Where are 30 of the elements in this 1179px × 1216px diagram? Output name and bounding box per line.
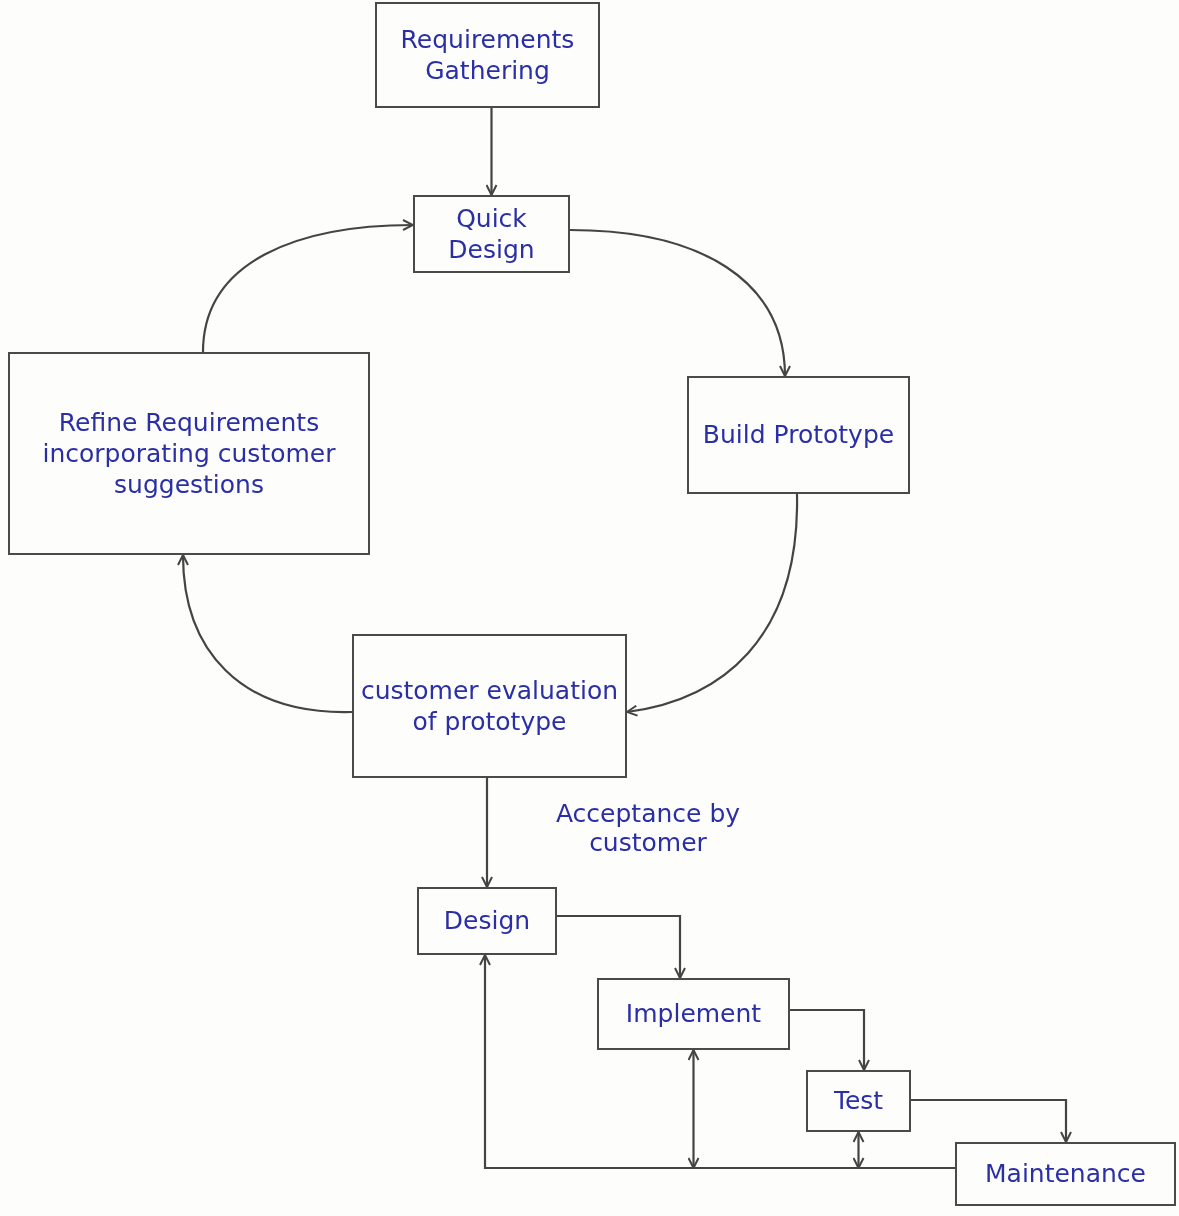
arrow xyxy=(201,219,414,353)
box-label: Build Prototype xyxy=(702,419,895,451)
box-label: Maintenance xyxy=(985,1158,1146,1190)
arrow xyxy=(569,228,791,377)
process-box xyxy=(413,195,570,273)
box-label: Quick Design xyxy=(447,202,536,266)
arrow xyxy=(481,778,493,888)
process-box xyxy=(417,887,557,955)
arrow xyxy=(687,1049,700,1169)
arrow xyxy=(485,108,498,196)
process-box xyxy=(687,376,910,494)
box-label: Requirements Gathering xyxy=(399,23,576,87)
box-label: customer evaluation of prototype xyxy=(359,674,620,738)
process-box xyxy=(8,352,370,555)
arrow xyxy=(790,1008,870,1071)
box-label: Test xyxy=(833,1085,884,1117)
box-label: Design xyxy=(443,905,531,937)
arrow xyxy=(557,914,686,979)
process-box xyxy=(375,2,600,108)
process-box xyxy=(597,978,790,1050)
arrow xyxy=(626,493,799,717)
arrow xyxy=(177,554,353,714)
process-box xyxy=(352,634,627,778)
box-label: Refine Requirements incorporating customer suggestions xyxy=(41,406,337,501)
process-box xyxy=(955,1142,1176,1206)
arrow xyxy=(852,1131,865,1169)
box-label: Implement xyxy=(625,998,762,1030)
arrow xyxy=(479,954,955,1170)
arrow xyxy=(911,1098,1072,1143)
process-box xyxy=(806,1070,911,1132)
